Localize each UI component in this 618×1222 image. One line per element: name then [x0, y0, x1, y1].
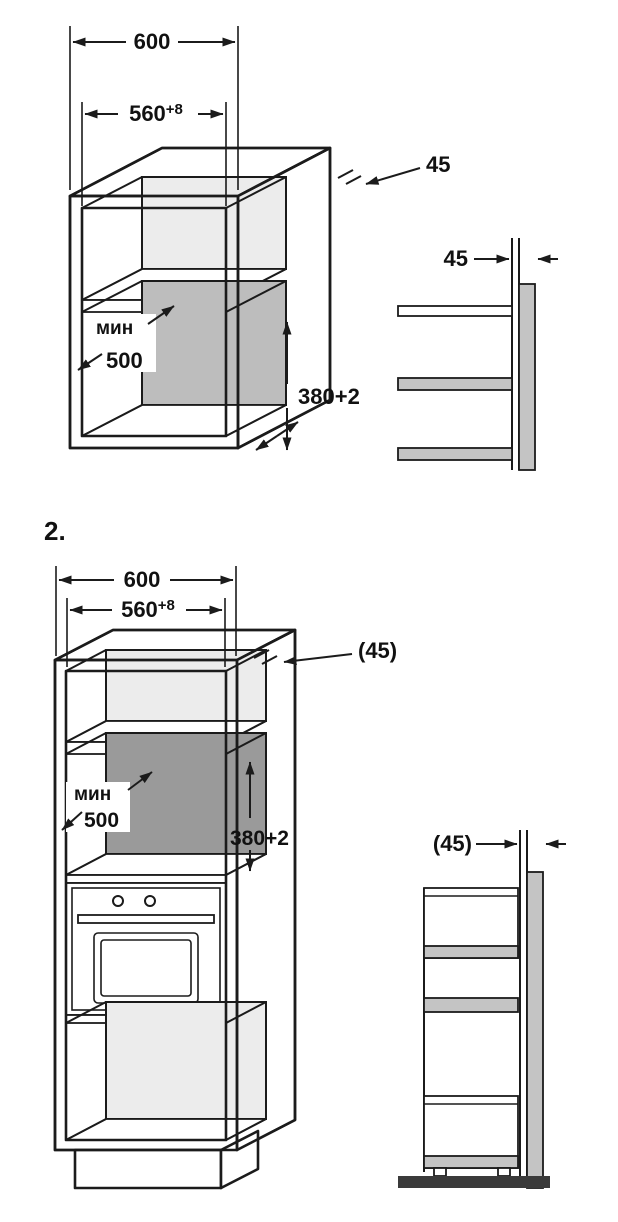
- fig2-section-label: 2.: [44, 516, 66, 546]
- lower-niche-back-panel: [141, 280, 287, 406]
- figure2-side-view: (45): [398, 830, 566, 1189]
- fig1-width-total-label: 600: [134, 29, 171, 54]
- oven-window-inner: [100, 939, 192, 997]
- figure1: 600 560+8 45 мин 500 380+2: [68, 26, 558, 471]
- fig2-width-total-label: 600: [124, 567, 161, 592]
- side-top-module-shelf: [423, 945, 519, 959]
- side-top-panel: [397, 305, 513, 317]
- front-opening: [80, 206, 228, 438]
- fig1-width-inner-label: 560+8: [129, 101, 183, 126]
- figure2: 2.: [44, 516, 566, 1190]
- figure1-dimensions: 600 560+8 45 мин 500 380+2: [69, 26, 450, 451]
- fig1-side-gap-label: 45: [444, 246, 468, 271]
- oven-knob-left: [112, 895, 124, 907]
- fig1-min-depth-label: 500: [106, 348, 143, 373]
- fig2-niche-height-label: 380+2: [230, 827, 289, 850]
- wall-section-2: [526, 871, 544, 1189]
- fig1-rear-gap-label: 45: [426, 152, 450, 177]
- built-in-oven: [65, 882, 227, 1016]
- side-middle-shelf: [397, 377, 513, 391]
- side-bottom-module-shelf: [423, 1155, 519, 1169]
- figure1-cabinet: [68, 146, 332, 450]
- wall-section: [518, 283, 536, 471]
- fig2-width-inner-label: 560+8: [121, 597, 175, 622]
- plinth-front: [73, 1148, 223, 1190]
- side-bottom-shelf: [397, 447, 513, 461]
- fig2-min-label: мин: [74, 784, 111, 805]
- niche-c-back-panel: [105, 1001, 267, 1120]
- oven-knob-right: [144, 895, 156, 907]
- column-front-opening: [64, 669, 228, 1142]
- shelf2-front-edge: [65, 874, 227, 884]
- fig2-side-gap-label: (45): [433, 831, 472, 856]
- side-foot-left: [433, 1167, 447, 1177]
- floor-line: [398, 1176, 550, 1188]
- fig1-niche-height-label: 380+2: [298, 384, 360, 409]
- fig2-rear-gap-label: (45): [358, 638, 397, 663]
- oven-handle: [77, 914, 215, 924]
- fig1-min-label: мин: [96, 318, 133, 339]
- fig2-min-depth-label: 500: [84, 809, 119, 832]
- figure2-dimensions: 600 560+8 (45) мин 500 380+2: [55, 566, 397, 872]
- upper-niche-back-panel: [141, 176, 287, 270]
- figure1-side-view: 45: [397, 238, 558, 471]
- side-middle-shelf-2: [423, 997, 519, 1013]
- side-foot-right: [497, 1167, 511, 1177]
- figure2-cabinet: [53, 628, 297, 1190]
